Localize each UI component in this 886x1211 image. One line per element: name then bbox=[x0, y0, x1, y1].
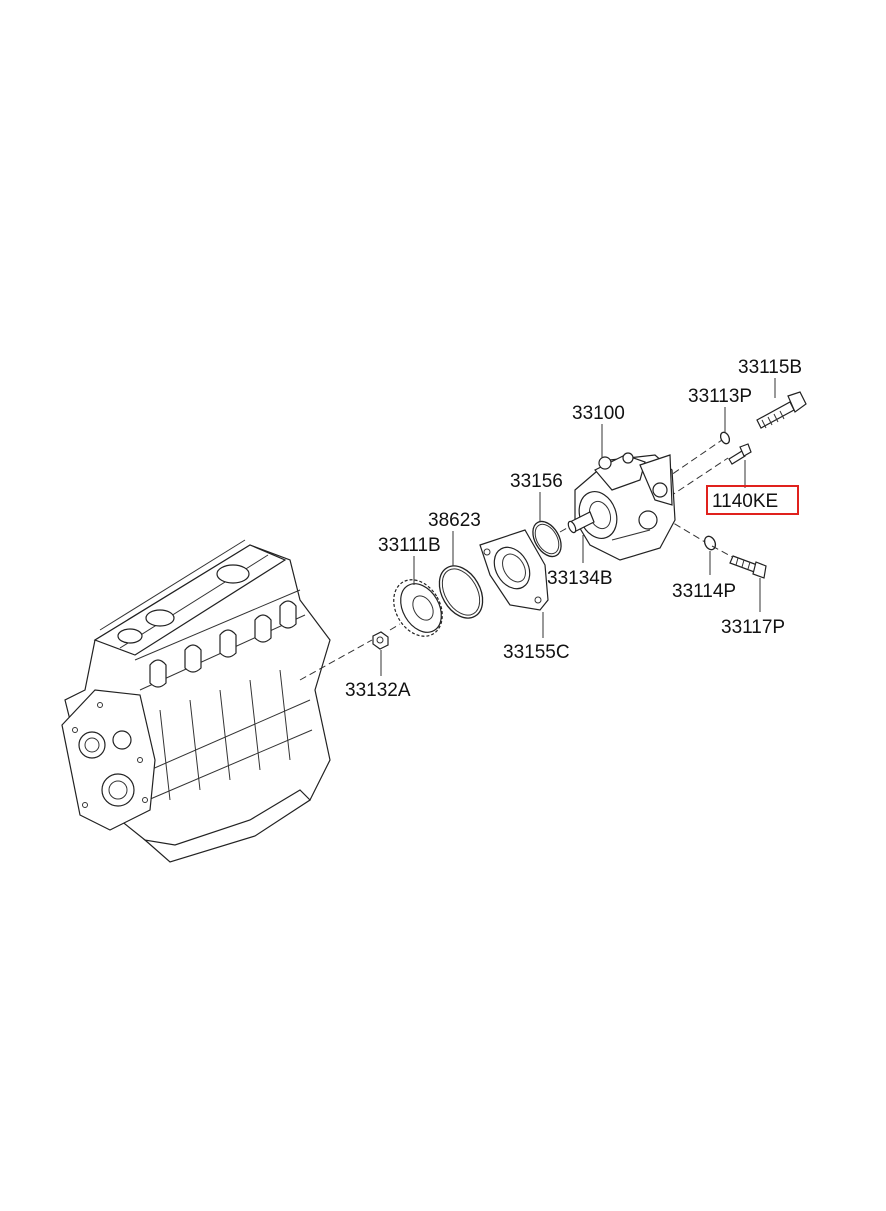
label-33113P: 33113P bbox=[688, 386, 752, 407]
label-33117P: 33117P bbox=[721, 617, 785, 638]
leader-lines bbox=[380, 378, 776, 676]
oring-33114P-drawing bbox=[703, 535, 717, 551]
bolt-33115B-drawing bbox=[756, 391, 807, 429]
oring-33156-drawing bbox=[532, 520, 562, 558]
label-33111B: 33111B bbox=[378, 535, 441, 556]
label-33115B: 33115B bbox=[738, 357, 802, 378]
label-38623: 38623 bbox=[428, 510, 481, 531]
oring-38623-drawing bbox=[438, 565, 484, 619]
highlight-box-1140KE bbox=[706, 485, 799, 515]
label-33156: 33156 bbox=[510, 471, 563, 492]
label-33134B: 33134B bbox=[547, 568, 613, 589]
gear-33111B-drawing bbox=[393, 579, 443, 637]
fuel-pump-33100-drawing bbox=[567, 452, 676, 561]
label-1140KE: 1140KE bbox=[712, 491, 778, 512]
label-33100: 33100 bbox=[572, 403, 625, 424]
label-33155C: 33155C bbox=[503, 642, 570, 663]
bolt-1140KE-drawing bbox=[728, 443, 752, 465]
label-33114P: 33114P bbox=[672, 581, 736, 602]
engine-block-drawing bbox=[61, 539, 331, 863]
bolt-33117P-drawing bbox=[729, 555, 767, 579]
label-33132A: 33132A bbox=[345, 680, 411, 701]
oring-33113P-drawing bbox=[719, 431, 731, 445]
nut-33132A-drawing bbox=[372, 631, 389, 650]
flange-33155C-drawing bbox=[479, 529, 549, 611]
